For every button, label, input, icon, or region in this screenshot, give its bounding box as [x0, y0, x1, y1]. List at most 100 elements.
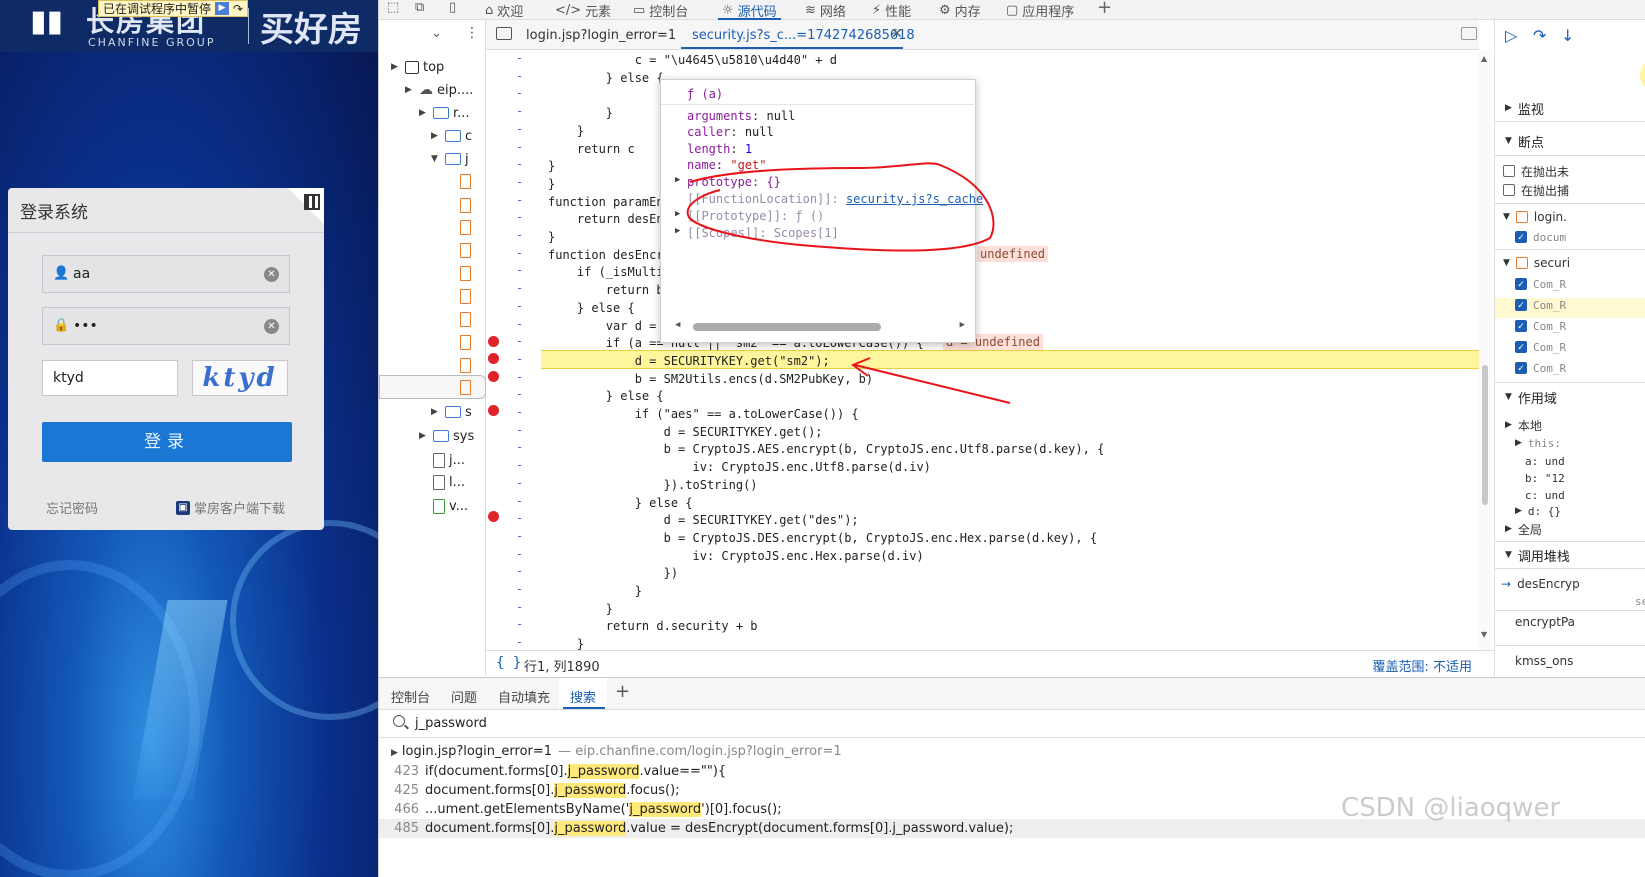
code-line[interactable]: var d =: [548, 318, 664, 333]
password-field[interactable]: 🔒 ••• ✕: [42, 307, 290, 345]
tree-item-folder[interactable]: ▶s: [431, 402, 472, 422]
code-line[interactable]: d = SECURITYKEY.get("des");: [548, 513, 859, 528]
code-line[interactable]: b = CryptoJS.DES.encrypt(b, CryptoJS.enc…: [548, 530, 1098, 545]
toggle-navigator-icon[interactable]: [496, 27, 512, 40]
close-icon[interactable]: ✕: [891, 26, 903, 42]
scope-var-d[interactable]: ▶d: {}: [1515, 502, 1561, 520]
bp-entry[interactable]: ✓Com_R: [1515, 296, 1566, 314]
code-line[interactable]: }: [548, 176, 556, 191]
tree-item-file[interactable]: j...: [433, 450, 465, 470]
pause-caught-option[interactable]: 在抛出捕: [1503, 181, 1569, 199]
captcha-image[interactable]: ktyd: [192, 360, 288, 396]
code-line[interactable]: b = CryptoJS.AES.encrypt(b, CryptoJS.enc…: [548, 442, 1105, 457]
tree-item-folder[interactable]: ▶sys: [419, 426, 474, 446]
tree-item-folder[interactable]: ▼j: [431, 149, 469, 169]
popover-scopes[interactable]: [[Scopes]]: Scopes[1]: [687, 225, 839, 241]
step-over-icon[interactable]: ↷: [233, 1, 244, 16]
drawer-tab-autofill[interactable]: 自动填充: [498, 691, 551, 706]
code-line[interactable]: }: [548, 123, 585, 138]
checkbox-checked[interactable]: ✓: [1515, 362, 1527, 374]
breakpoint-marker[interactable]: [488, 353, 499, 364]
tree-item-file[interactable]: v...: [433, 496, 468, 516]
scroll-left-icon[interactable]: ◀: [675, 320, 681, 330]
tree-item-domain[interactable]: ▶☁eip....: [405, 80, 473, 100]
checkbox-checked[interactable]: ✓: [1515, 231, 1527, 243]
qr-code-icon[interactable]: [304, 194, 320, 210]
scope-global[interactable]: ▶全局: [1505, 520, 1542, 538]
js-file-icon[interactable]: [460, 289, 471, 304]
code-scrollbar[interactable]: ▲ ▼: [1479, 50, 1491, 650]
code-line[interactable]: iv: CryptoJS.enc.Utf8.parse(d.iv): [548, 460, 931, 475]
scroll-right-icon[interactable]: ▶: [959, 320, 965, 330]
callstack-section[interactable]: ▼调用堆栈: [1505, 545, 1570, 565]
tab-sources[interactable]: ☼源代码: [718, 0, 781, 20]
popover-proto[interactable]: [[Prototype]]: ƒ (): [687, 208, 824, 224]
scroll-down-icon[interactable]: ▼: [1481, 630, 1488, 639]
js-file-icon[interactable]: [460, 266, 471, 281]
drawer-tab-issues[interactable]: 问题: [451, 691, 478, 706]
checkbox-checked[interactable]: ✓: [1515, 299, 1527, 311]
bp-entry[interactable]: ✓Com_R: [1515, 275, 1566, 293]
code-line[interactable]: c = "\u4645\u5810\u4d40" + d: [548, 53, 837, 67]
code-line[interactable]: [548, 86, 635, 104]
code-line[interactable]: } else {: [548, 389, 664, 404]
checkbox-checked[interactable]: ✓: [1515, 341, 1527, 353]
scope-local[interactable]: ▶本地: [1505, 416, 1542, 434]
pause-uncaught-option[interactable]: 在抛出未: [1503, 162, 1569, 180]
bp-entry[interactable]: ✓docum: [1515, 228, 1566, 246]
download-client-link[interactable]: ▣ 掌房客户端下载: [176, 498, 285, 517]
code-line[interactable]: }: [548, 230, 556, 244]
code-line[interactable]: }): [548, 566, 679, 581]
tree-item-top[interactable]: ▶top: [391, 57, 444, 77]
tab-application[interactable]: ▢应用程序: [1006, 0, 1074, 20]
code-line[interactable]: return b: [548, 283, 664, 298]
tree-item-file[interactable]: l...: [433, 472, 465, 492]
watch-section[interactable]: ▶监视: [1505, 98, 1544, 118]
toggle-debugger-icon[interactable]: [1461, 27, 1477, 40]
tab-performance[interactable]: ⚡性能: [872, 0, 911, 20]
clear-icon[interactable]: ✕: [264, 267, 279, 282]
tree-item-folder[interactable]: ▶r...: [419, 103, 470, 123]
code-line[interactable]: function desEncry: [548, 247, 671, 262]
breakpoint-marker[interactable]: [488, 371, 499, 382]
step-over-icon[interactable]: ↷: [1533, 26, 1547, 45]
code-line[interactable]: } else {: [548, 495, 693, 510]
bp-entry[interactable]: ✓Com_R: [1515, 317, 1566, 335]
bp-entry[interactable]: ✓Com_R: [1515, 359, 1566, 377]
add-tab-icon[interactable]: +: [615, 681, 631, 702]
code-line[interactable]: function paramEn: [548, 194, 664, 209]
device-toggle-icon[interactable]: ⬚: [387, 0, 400, 15]
code-line[interactable]: return desEn: [548, 212, 664, 227]
resume-icon[interactable]: ▷: [1505, 26, 1518, 45]
username-field[interactable]: 👤 aa ✕: [42, 255, 290, 293]
checkbox-checked[interactable]: ✓: [1515, 278, 1527, 290]
code-line[interactable]: } else {: [548, 300, 635, 315]
editor-tab-security[interactable]: security.js?s_c...=1742742685618: [692, 28, 915, 43]
tab-elements[interactable]: </>元素: [555, 0, 611, 20]
pretty-print-icon[interactable]: { }: [496, 655, 522, 671]
code-line[interactable]: if ("aes" == a.toLowerCase()) {: [548, 407, 859, 421]
popover-scrollbar[interactable]: ◀ ▶: [675, 320, 965, 332]
scrollbar-thumb[interactable]: [1482, 365, 1488, 505]
step-into-icon[interactable]: ↓: [1561, 26, 1575, 45]
chevron-down-icon[interactable]: ⌄: [431, 26, 442, 41]
scope-this[interactable]: ▶this:: [1515, 434, 1561, 452]
coverage-status[interactable]: 覆盖范围: 不适用: [1372, 660, 1472, 675]
bp-file-security[interactable]: ▼securi: [1503, 254, 1570, 272]
js-file-icon[interactable]: [460, 335, 471, 350]
code-line[interactable]: }).toString(): [548, 477, 758, 492]
bp-file-login[interactable]: ▼login.: [1503, 208, 1567, 226]
search-result-line[interactable]: 466...ument.getElementsByName('j_passwor…: [379, 800, 1645, 819]
js-file-icon[interactable]: [460, 380, 471, 395]
expand-icon[interactable]: ▶: [675, 226, 681, 236]
checkbox[interactable]: [1503, 165, 1515, 177]
callframe[interactable]: kmss_ons: [1515, 652, 1573, 670]
callframe[interactable]: encryptPa: [1515, 613, 1575, 631]
forgot-password-link[interactable]: 忘记密码: [46, 502, 99, 517]
code-line[interactable]: }: [548, 637, 585, 650]
code-line[interactable]: d = SECURITYKEY.get();: [548, 424, 823, 439]
popover-function-location[interactable]: [[FunctionLocation]]: security.js?s_cach…: [687, 191, 983, 207]
expand-icon[interactable]: ▶: [675, 175, 681, 185]
clear-icon[interactable]: ✕: [264, 319, 279, 334]
